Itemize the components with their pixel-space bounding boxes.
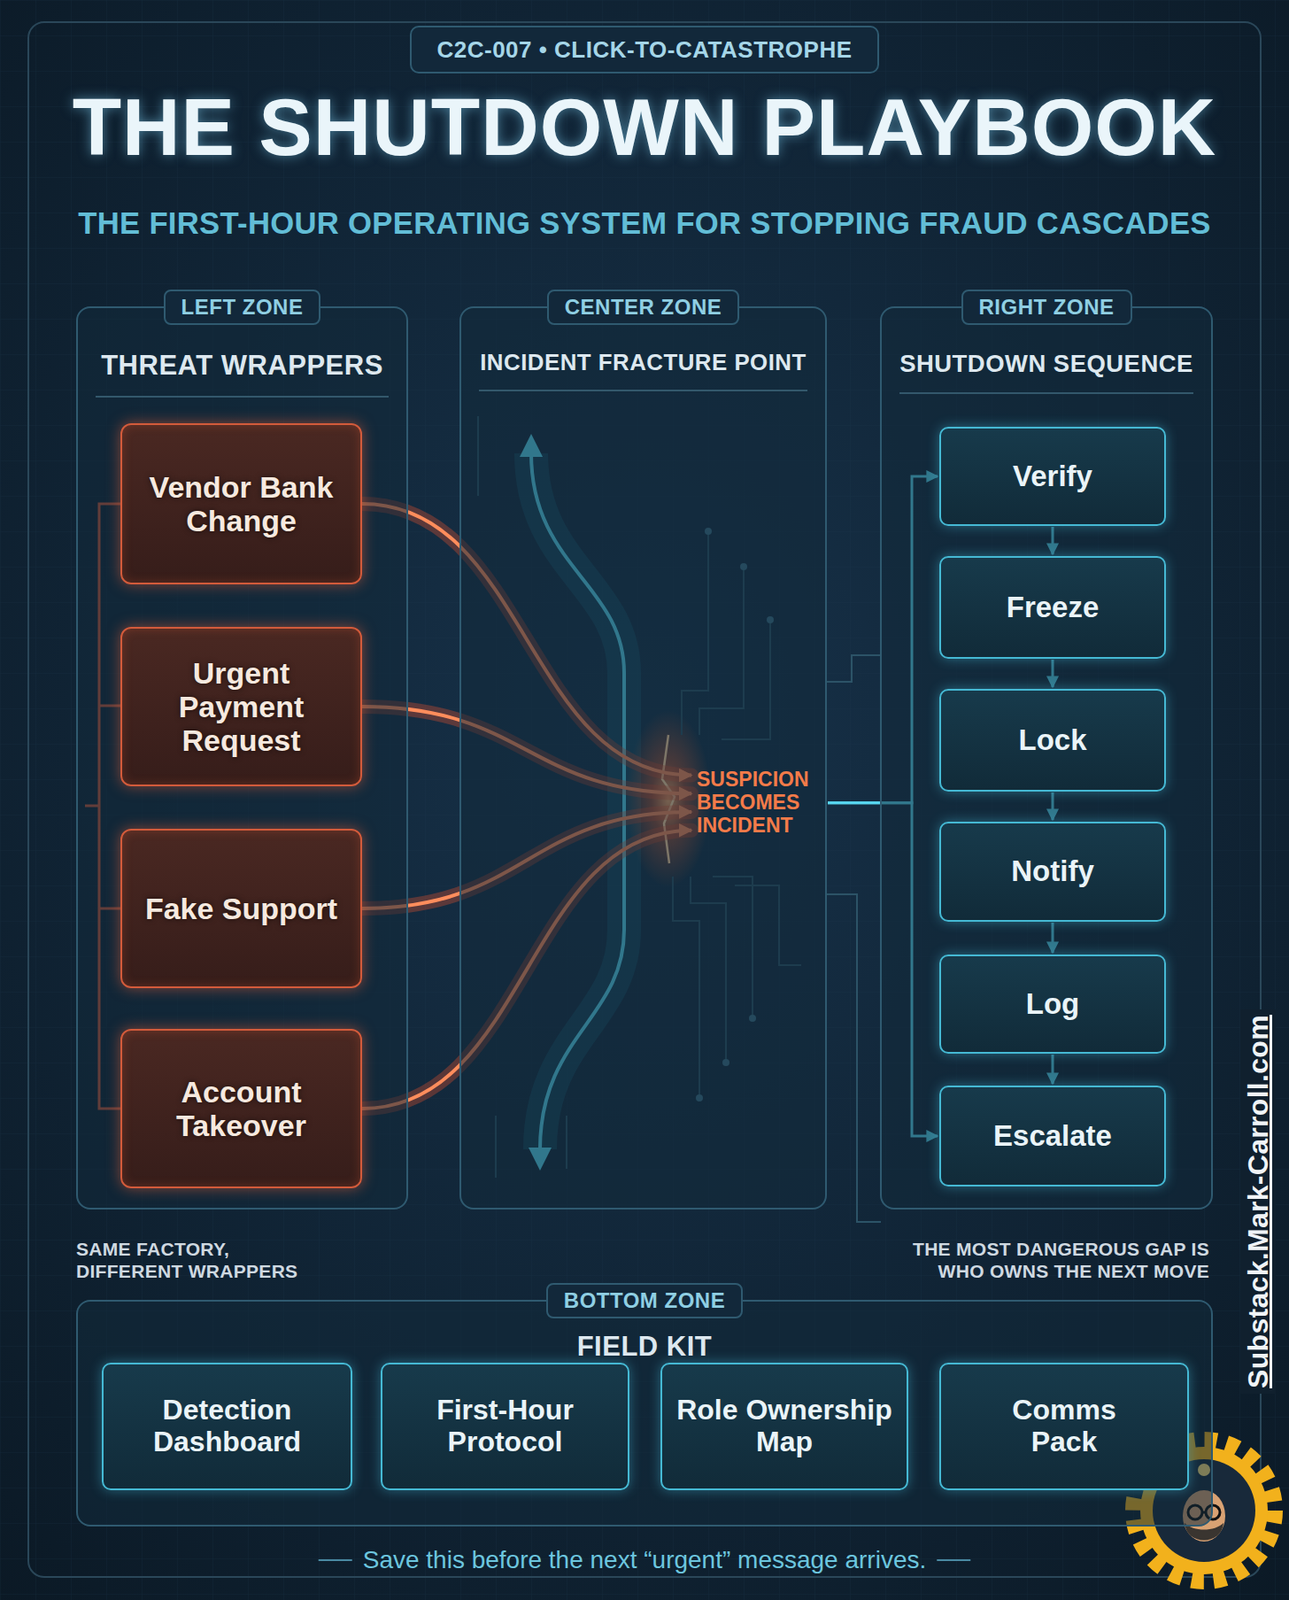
zone-panel: Detection Dashboard First-Hour Protocol Ro… [76,1299,1213,1527]
step-box: Log [939,954,1166,1054]
threat-box: Account Takeover [120,1028,363,1189]
step-box: Notify [939,821,1166,922]
kit-box: First-Hour Protocol [380,1362,630,1490]
step-box: Escalate [939,1085,1166,1187]
zone-panel: VerifyFreezeLockNotifyLogEscalateRIGHT Z… [879,306,1213,1210]
note: SAME FACTORY, DIFFERENT WRAPPERS [76,1237,325,1282]
zone-tag: LEFT ZONE [163,289,322,325]
outer-frame [28,22,1261,1577]
box-label: Verify [1012,460,1093,494]
step-box: Verify [939,426,1166,526]
kit-box: Comms Pack [939,1362,1189,1490]
zone-panel: Vendor Bank ChangeUrgent Payment Request… [76,306,409,1210]
box-label: Vendor Bank Change [122,470,361,538]
threat-box: Fake Support [120,828,363,988]
zone-heading: THREAT WRAPPERS [95,349,389,398]
box-label: Log [1026,987,1080,1021]
incident-node: SUSPICION BECOMES INCIDENT [696,759,823,846]
title: THE SHUTDOWN PLAYBOOK [72,81,1218,174]
series-label: C2C-007 • CLICK-TO-CATASTROPHE [436,36,852,64]
zone-tag: RIGHT ZONE [961,289,1133,325]
box-label: Account Takeover [122,1074,361,1143]
label-wrap: THE MOST DANGEROUS GAP IS WHO OWNS THE N… [876,1237,1210,1282]
caption-rule [318,1559,353,1561]
zone-heading: INCIDENT FRACTURE POINT [478,349,808,392]
incident-label: SUSPICION BECOMES INCIDENT [696,768,823,837]
threat-box: Urgent Payment Request [120,626,363,787]
label-wrap: Substack.Mark-Carroll.com [1240,935,1276,1467]
kit-box: Detection Dashboard [101,1362,353,1490]
subtitle: THE FIRST-HOUR OPERATING SYSTEM FOR STOP… [77,205,1212,243]
title-wrap: THE SHUTDOWN PLAYBOOK [0,81,1289,174]
label-wrap: THE FIRST-HOUR OPERATING SYSTEM FOR STOP… [0,205,1289,243]
box-label: Escalate [993,1119,1112,1153]
box-label: Freeze [1006,591,1100,625]
zone-panel: SUSPICION BECOMES INCIDENTCENTER ZONEINC… [459,306,827,1210]
zone-tag: CENTER ZONE [547,289,741,325]
box-label: First-Hour Protocol [403,1394,608,1459]
caption: Save this before the next “urgent” messa… [362,1545,927,1575]
box-label: Detection Dashboard [125,1394,330,1459]
watermark: Substack.Mark-Carroll.com [1240,1009,1276,1394]
caption-rule [936,1559,971,1561]
box-label: Fake Support [132,891,350,926]
step-box: Freeze [939,555,1166,659]
box-label: Lock [1018,724,1087,757]
label-wrap: SAME FACTORY, DIFFERENT WRAPPERS [76,1237,325,1282]
zone-heading: FIELD KIT [95,1330,1194,1363]
threat-box: Vendor Bank Change [120,423,363,585]
box-label: Comms Pack [997,1394,1131,1459]
zone-heading: SHUTDOWN SEQUENCE [899,349,1194,394]
box-label: Role Ownership Map [669,1394,900,1459]
note: THE MOST DANGEROUS GAP IS WHO OWNS THE N… [876,1237,1210,1282]
kit-box: Role Ownership Map [660,1362,909,1490]
box-label: Notify [1011,855,1095,888]
box-label: Urgent Payment Request [122,656,361,757]
caption-wrap: Save this before the next “urgent” messa… [0,1545,1289,1575]
zone-tag: BOTTOM ZONE [546,1282,743,1319]
series-tag: C2C-007 • CLICK-TO-CATASTROPHE [409,25,879,74]
step-box: Lock [939,688,1166,792]
